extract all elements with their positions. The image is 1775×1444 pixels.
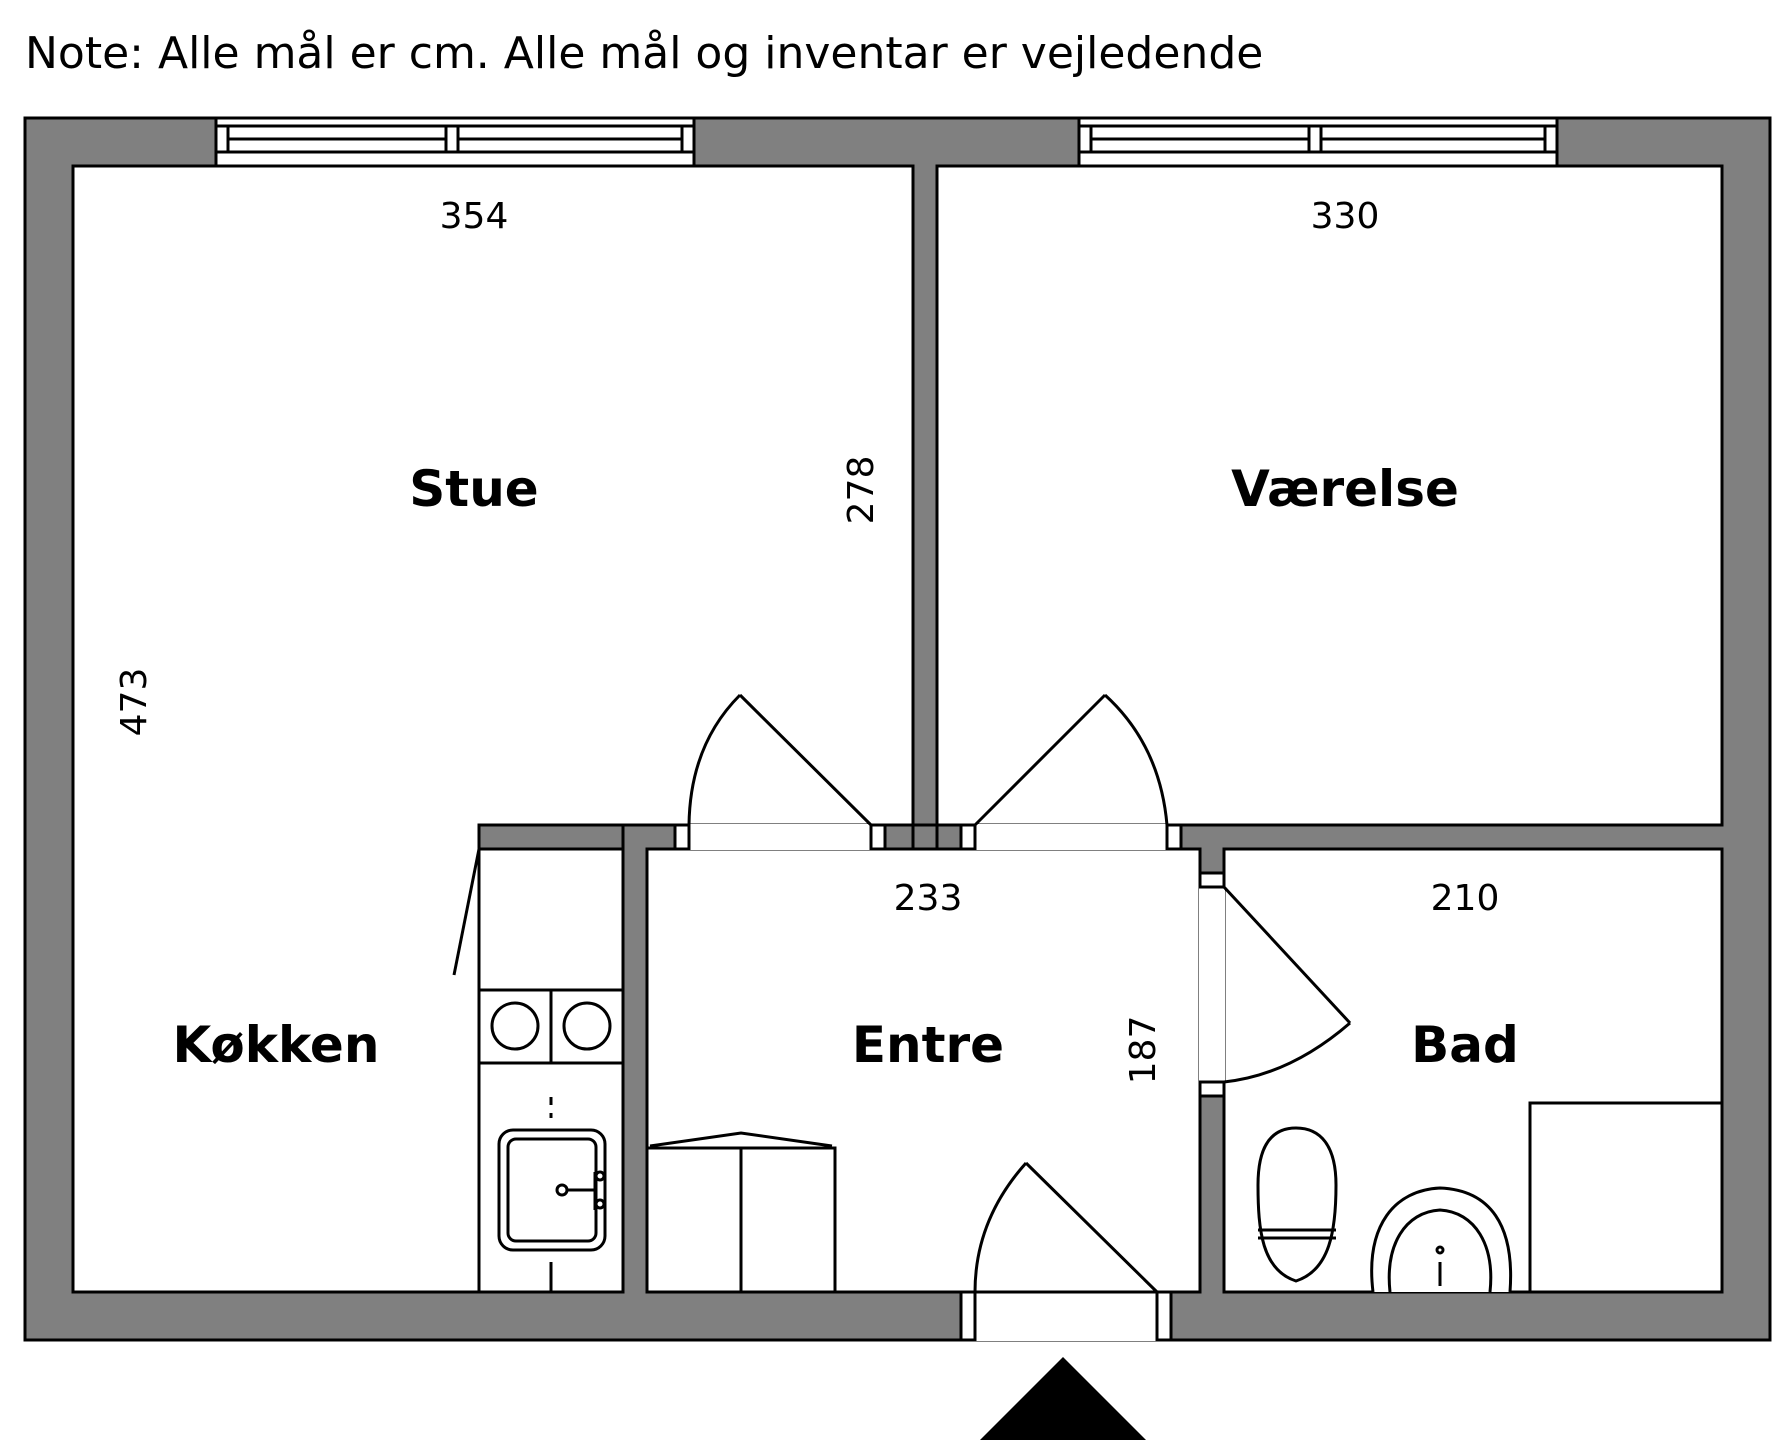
room-label-bad: Bad — [1411, 1016, 1519, 1074]
dim-entre-height: 187 — [1123, 1016, 1164, 1085]
window-stue — [214, 116, 696, 168]
door-openings — [689, 824, 1225, 1341]
room-label-stue: Stue — [409, 460, 538, 518]
dim-stue-width: 354 — [440, 196, 509, 237]
door-stue — [687, 693, 873, 827]
dim-vaerelse-width: 330 — [1311, 196, 1380, 237]
toilet — [1256, 1126, 1338, 1283]
door-bad — [1222, 885, 1352, 1084]
dim-stue-height: 278 — [841, 456, 882, 525]
opening-edges — [673, 823, 1226, 1342]
entry-cabinet — [645, 1131, 837, 1294]
door-vaerelse — [973, 693, 1169, 827]
shower — [1528, 1101, 1724, 1294]
dim-bad-width: 210 — [1431, 878, 1500, 919]
room-label-vaerelse: Værelse — [1231, 460, 1459, 518]
room-label-kokken: Køkken — [173, 1016, 380, 1074]
walls — [23, 116, 1772, 1342]
window-vaerelse — [1077, 116, 1559, 168]
room-label-entre: Entre — [852, 1016, 1004, 1074]
dim-entre-width: 233 — [894, 878, 963, 919]
plan-note: Note: Alle mål er cm. Alle mål og invent… — [25, 28, 1264, 79]
kitchen-counter — [452, 823, 625, 1294]
washbasin — [1370, 1186, 1513, 1293]
entrance-arrow-icon — [980, 1357, 1146, 1440]
dim-kokken-height: 473 — [114, 668, 155, 737]
door-entrance — [973, 1161, 1159, 1294]
